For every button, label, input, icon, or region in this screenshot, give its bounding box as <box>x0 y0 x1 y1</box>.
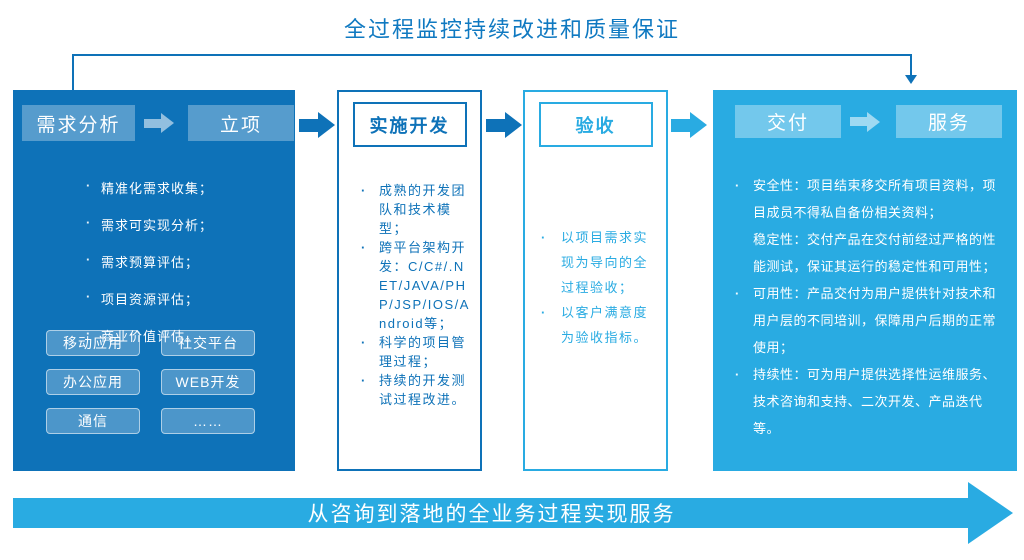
flow-arrow-icon <box>486 112 522 138</box>
bullet-item: 成熟的开发团队和技术模型； <box>361 181 472 238</box>
step-button-service: 服务 <box>896 105 1002 138</box>
panel-development: 实施开发 成熟的开发团队和技术模型； 跨平台架构开发：C/C#/.NET/JAV… <box>337 90 482 471</box>
bullet-item: 需求预算评估； <box>86 252 285 271</box>
bottom-banner-text: 从咨询到落地的全业务过程实现服务 <box>307 503 676 526</box>
tag-web-development: WEB开发 <box>161 369 255 395</box>
requirements-bullet-list: 精准化需求收集； 需求可实现分析； 需求预算评估； 项目资源评估； 商业价值评估… <box>86 178 285 345</box>
bullet-item: 商业价值评估。 <box>86 326 285 345</box>
development-bullet-list: 成熟的开发团队和技术模型； 跨平台架构开发：C/C#/.NET/JAVA/PHP… <box>361 181 472 409</box>
bullet-item: 安全性：项目结束移交所有项目资料，项目成员不得私自备份相关资料； <box>735 172 1005 226</box>
step-box-implementation-development: 实施开发 <box>352 102 467 147</box>
tag-social-platform: 社交平台 <box>161 330 255 356</box>
bullet-item: 持续性：可为用户提供选择性运维服务、技术咨询和支持、二次开发、产品迭代等。 <box>735 361 1005 442</box>
arrow-right-icon <box>850 111 880 132</box>
monitor-bracket-line <box>72 54 912 56</box>
bullet-item: 以项目需求实现为导向的全过程验收； <box>541 225 658 300</box>
bullet-item: 持续的开发测试过程改进。 <box>361 371 472 409</box>
arrow-down-icon <box>905 75 917 84</box>
monitor-bracket-right-drop <box>910 54 912 76</box>
monitor-bracket-left-drop <box>72 54 74 90</box>
bullet-item: 科学的项目管理过程； <box>361 333 472 371</box>
bullet-item: 需求可实现分析； <box>86 215 285 234</box>
acceptance-bullet-list: 以项目需求实现为导向的全过程验收； 以客户满意度为验收指标。 <box>541 225 658 350</box>
bullet-item: 可用性：产品交付为用户提供针对技术和用户层的不同培训，保障用户后期的正常使用； <box>735 280 1005 361</box>
arrow-right-icon <box>144 113 174 133</box>
step-box-acceptance: 验收 <box>538 102 653 147</box>
flow-arrow-icon <box>299 112 335 138</box>
panel-delivery-header: 交付 服务 <box>713 90 1017 138</box>
bullet-item: 以客户满意度为验收指标。 <box>541 300 658 350</box>
delivery-bullet-list: 安全性：项目结束移交所有项目资料，项目成员不得私自备份相关资料； 稳定性：交付产… <box>735 172 1005 442</box>
page-title: 全过程监控持续改进和质量保证 <box>343 17 680 42</box>
application-tag-grid: 移动应用 社交平台 办公应用 WEB开发 通信 …… <box>46 330 255 434</box>
tag-ellipsis: …… <box>161 408 255 434</box>
panel-requirements: 需求分析 立项 精准化需求收集； 需求可实现分析； 需求预算评估； 项目资源评估… <box>13 90 295 471</box>
tag-communication: 通信 <box>46 408 140 434</box>
step-button-project-initiation: 立项 <box>188 105 294 141</box>
bullet-item: 项目资源评估； <box>86 289 285 308</box>
flow-arrow-icon <box>671 112 707 138</box>
step-button-delivery: 交付 <box>735 105 841 138</box>
tag-mobile-apps: 移动应用 <box>46 330 140 356</box>
bullet-item: 跨平台架构开发：C/C#/.NET/JAVA/PHP/JSP/IOS/Andro… <box>361 238 472 333</box>
tag-office-apps: 办公应用 <box>46 369 140 395</box>
bullet-item: 精准化需求收集； <box>86 178 285 197</box>
bottom-process-arrow: 从咨询到落地的全业务过程实现服务 <box>13 498 970 528</box>
panel-requirements-header: 需求分析 立项 <box>13 90 295 141</box>
panel-acceptance: 验收 以项目需求实现为导向的全过程验收； 以客户满意度为验收指标。 <box>523 90 668 471</box>
step-button-requirements-analysis: 需求分析 <box>22 105 135 141</box>
bottom-arrowhead-icon <box>968 482 1013 544</box>
bullet-item: 稳定性：交付产品在交付前经过严格的性能测试，保证其运行的稳定性和可用性； <box>753 232 997 274</box>
panel-delivery: 交付 服务 安全性：项目结束移交所有项目资料，项目成员不得私自备份相关资料； 稳… <box>713 90 1017 471</box>
